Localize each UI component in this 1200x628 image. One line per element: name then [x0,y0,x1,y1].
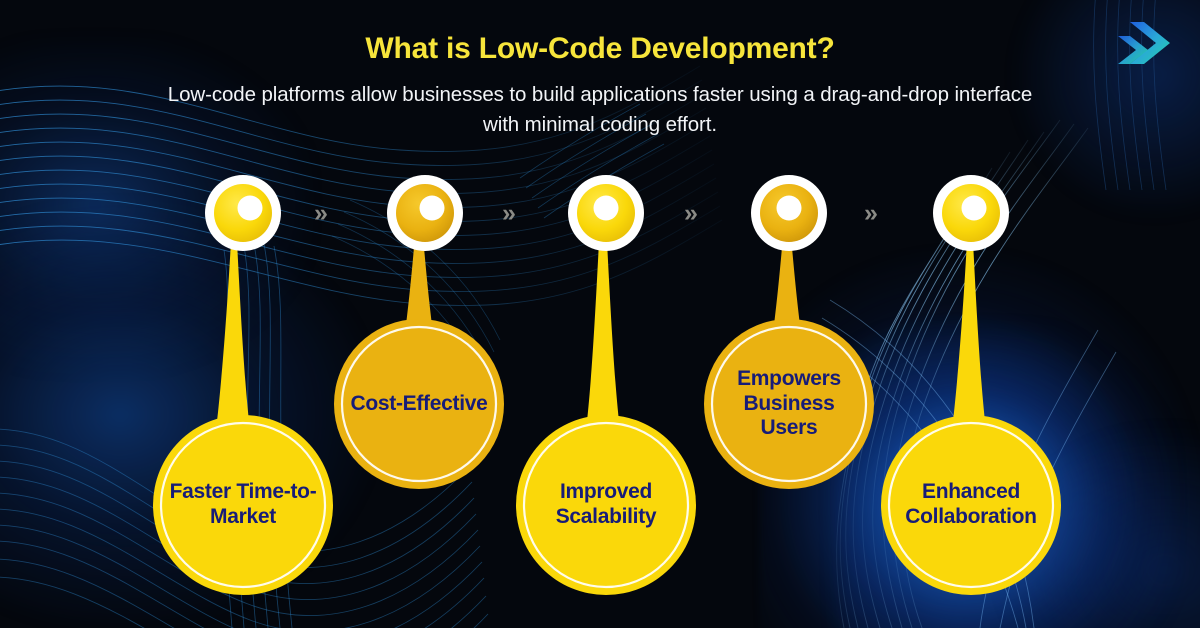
chevron-separator-3-icon: » [684,199,698,227]
chevron-separator-1-icon: » [314,199,328,227]
step-marker-2 [387,175,463,251]
page-subtitle: Low-code platforms allow businesses to b… [167,83,1033,136]
step-bubble-4[interactable]: Empowers Business Users [704,319,874,489]
brand-chevron-logo-icon [1118,22,1170,64]
step-bubbles [153,319,1061,595]
step-label-1: Faster Time-to-Market [169,480,317,528]
step-label-4: Empowers Business Users [737,367,841,440]
chevron-separator-2-icon: » [502,199,516,227]
step-marker-1 [205,175,281,251]
step-marker-3 [568,175,644,251]
step-bubble-2[interactable]: Cost-Effective [334,319,504,489]
chevron-separator-4-icon: » [864,199,878,227]
step-markers [205,175,1009,251]
step-marker-5 [933,175,1009,251]
step-label-2: Cost-Effective [350,391,488,415]
header: What is Low-Code Development? Low-code p… [0,0,1200,139]
step-bubble-1[interactable]: Faster Time-to-Market [153,415,333,595]
step-label-3: Improved Scalability [555,480,657,528]
page-title: What is Low-Code Development? [365,32,835,65]
step-label-5: Enhanced Collaboration [905,480,1037,528]
step-marker-4 [751,175,827,251]
step-bubble-3[interactable]: Improved Scalability [516,415,696,595]
step-bubble-5[interactable]: Enhanced Collaboration [881,415,1061,595]
